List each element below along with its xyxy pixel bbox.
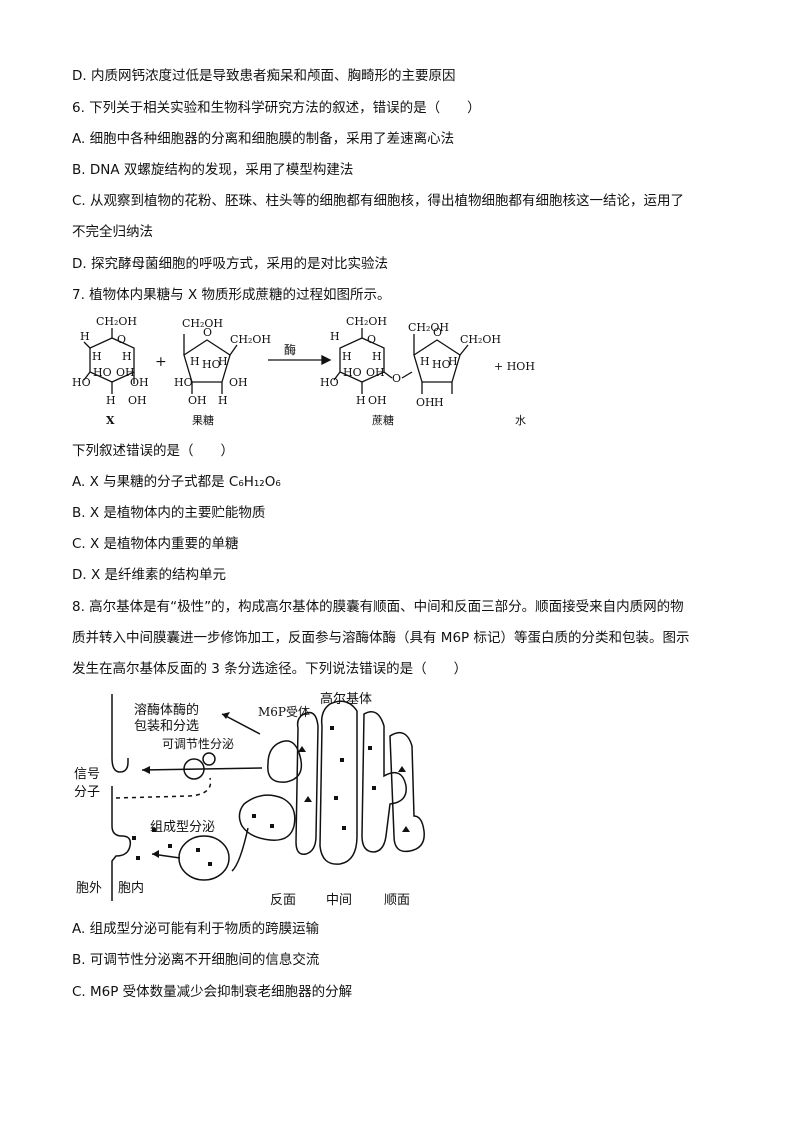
regulated-vesicle-2: [202, 752, 216, 766]
q7-option-c: C. X 是植物体内重要的单糖: [72, 536, 239, 552]
svg-text:OH: OH: [116, 366, 135, 379]
svg-text:O: O: [117, 333, 126, 346]
svg-text:H: H: [122, 350, 132, 363]
golgi-medial-cisterna: [319, 700, 358, 865]
svg-text:O: O: [367, 333, 376, 346]
svg-text:H: H: [434, 396, 444, 409]
svg-text:H: H: [342, 350, 352, 363]
q6-stem: 6. 下列关于相关实验和生物科学研究方法的叙述，错误的是（ ）: [72, 100, 481, 116]
q7-option-a: A. X 与果糖的分子式都是 C₆H₁₂O₆: [72, 474, 281, 490]
svg-text:H: H: [356, 394, 366, 407]
sucrose-reaction-diagram: CH₂OH O H H H HO OH HO OH H OH X + CH₂OH…: [72, 315, 535, 427]
enzyme-label: 酶: [284, 342, 296, 357]
svg-text:H: H: [372, 350, 382, 363]
arrow-regulated: [141, 767, 263, 771]
svg-text:HO: HO: [320, 376, 339, 389]
golgi-sorting-diagram: 溶酶体酶的 包装和分选 M6P受体 高尔基体 可调节性分泌 信号 分子 组成型分…: [74, 691, 425, 908]
svg-text:H: H: [448, 355, 458, 368]
svg-text:H: H: [80, 330, 90, 343]
svg-text:CH₂OH: CH₂OH: [408, 321, 449, 334]
svg-text:OH: OH: [229, 376, 248, 389]
svg-text:O: O: [392, 372, 401, 385]
svg-text:H: H: [420, 355, 430, 368]
svg-text:HO: HO: [174, 376, 193, 389]
q7-option-d: D. X 是纤维素的结构单元: [72, 567, 227, 583]
svg-text:HO: HO: [202, 358, 221, 371]
fructose-ring: [183, 339, 231, 383]
svg-text:CH₂OH: CH₂OH: [346, 315, 387, 328]
constitutive-vesicle: [178, 835, 230, 881]
golgi-cis-cisterna: [361, 711, 407, 853]
svg-text:OH: OH: [188, 394, 207, 407]
inside-label: 胞内: [118, 880, 144, 896]
q8-option-a: A. 组成型分泌可能有利于物质的跨膜运输: [72, 921, 320, 937]
lysosome-label-1: 溶酶体酶的: [134, 702, 199, 718]
svg-text:OH: OH: [368, 394, 387, 407]
q8-stem-line1: 8. 高尔基体是有“极性”的，构成高尔基体的膜囊有顺面、中间和反面三部分。顺面接…: [72, 599, 684, 615]
water-term: + HOH: [494, 360, 535, 373]
q8-option-c: C. M6P 受体数量减少会抑制衰老细胞器的分解: [72, 984, 353, 1000]
cis-label: 顺面: [384, 893, 410, 908]
q6-option-c-line2: 不完全归纳法: [72, 224, 153, 240]
label-x: X: [106, 414, 115, 427]
cell-membrane: [111, 694, 132, 901]
regulated-label: 可调节性分泌: [162, 737, 234, 751]
svg-text:CH₂OH: CH₂OH: [96, 315, 137, 328]
svg-text:OH: OH: [128, 394, 147, 407]
constitutive-label: 组成型分泌: [150, 820, 215, 835]
svg-text:O: O: [433, 326, 442, 339]
signal-label-2: 分子: [74, 785, 100, 800]
svg-text:HO: HO: [72, 376, 91, 389]
q5-option-d: D. 内质网钙浓度过低是导致患者痴呆和颅面、胸畸形的主要原因: [72, 68, 456, 84]
q7-option-b: B. X 是植物体内的主要贮能物质: [72, 505, 266, 521]
label-water: 水: [515, 414, 526, 427]
label-sucrose: 蔗糖: [372, 413, 394, 427]
q6-option-a: A. 细胞中各种细胞器的分离和细胞膜的制备，采用了差速离心法: [72, 131, 455, 147]
svg-text:H: H: [92, 350, 102, 363]
q8-stem-line2: 质并转入中间膜囊进一步修饰加工，反面参与溶酶体酶（具有 M6P 标记）等蛋白质的…: [72, 630, 690, 646]
q7-ask: 下列叙述错误的是（ ）: [72, 443, 234, 459]
constitutive-bud: [238, 794, 296, 841]
arrow-signal: [115, 777, 212, 799]
medial-label: 中间: [326, 893, 352, 908]
svg-text:CH₂OH: CH₂OH: [182, 317, 223, 330]
svg-text:H: H: [218, 394, 228, 407]
svg-text:OH: OH: [416, 396, 435, 409]
m6p-label: M6P受体: [258, 705, 310, 719]
q8-stem-line3: 发生在高尔基体反面的 3 条分选途径。下列说法错误的是（ ）: [72, 661, 468, 677]
label-fructose: 果糖: [192, 413, 214, 427]
arrow-lysosome: [221, 713, 261, 735]
q8-option-b: B. 可调节性分泌离不开细胞间的信息交流: [72, 952, 320, 968]
q6-option-c-line1: C. 从观察到植物的花粉、胚珠、柱头等的细胞都有细胞核，得出植物细胞都有细胞核这…: [72, 193, 685, 209]
svg-text:O: O: [203, 326, 212, 339]
svg-text:+: +: [155, 354, 167, 370]
arrow-constitutive-out: [231, 827, 249, 872]
q7-stem: 7. 植物体内果糖与 X 物质形成蔗糖的过程如图所示。: [72, 287, 391, 303]
q6-option-d: D. 探究酵母菌细胞的呼吸方式，采用的是对比实验法: [72, 256, 388, 272]
sucrose-fructose-ring: [413, 339, 461, 383]
golgi-label: 高尔基体: [320, 691, 372, 707]
svg-text:HO: HO: [432, 358, 451, 371]
lysosome-label-2: 包装和分选: [134, 719, 199, 734]
svg-text:H: H: [106, 394, 116, 407]
svg-text:CH₂OH: CH₂OH: [460, 333, 501, 346]
q6-option-b: B. DNA 双螺旋结构的发现，采用了模型构建法: [72, 162, 354, 178]
svg-text:H: H: [190, 355, 200, 368]
signal-label-1: 信号: [74, 767, 100, 782]
svg-text:HO: HO: [343, 366, 362, 379]
trans-label: 反面: [270, 893, 296, 908]
svg-text:OH: OH: [366, 366, 385, 379]
svg-text:H: H: [330, 330, 340, 343]
outside-label: 胞外: [76, 881, 102, 896]
svg-text:OH: OH: [130, 376, 149, 389]
svg-text:HO: HO: [93, 366, 112, 379]
svg-text:H: H: [218, 355, 228, 368]
m6p-bud: [267, 740, 303, 783]
svg-text:CH₂OH: CH₂OH: [230, 333, 271, 346]
